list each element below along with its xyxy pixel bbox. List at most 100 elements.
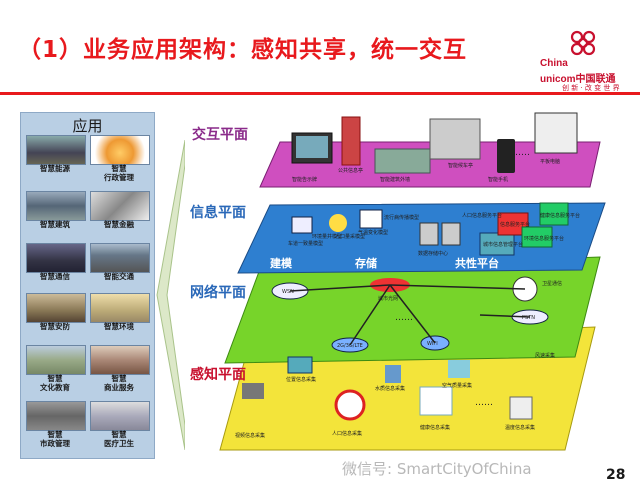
interaction-layer-label: 交互平面 [192, 127, 248, 143]
platform-box [539, 202, 569, 226]
app-item-label: 智慧通信 [40, 272, 70, 281]
signboard-screen [296, 136, 328, 158]
interaction-item-label: 平板电脑 [540, 158, 560, 165]
platform-box [497, 212, 529, 236]
server-icon [419, 222, 439, 246]
population-icon [334, 389, 366, 421]
info-item-label: 流行病传播模型 [384, 214, 419, 221]
building-facade-device [374, 148, 431, 174]
bus-shelter-device [429, 118, 481, 160]
app-item[interactable]: 智慧市政管理 [23, 401, 87, 452]
camera-icon [242, 383, 264, 399]
information-layer-label: 信息平面 [190, 205, 246, 221]
app-item-label: 智慧市政管理 [40, 430, 70, 448]
app-item-label: 智慧金融 [104, 220, 134, 229]
temperature-sensor-icon [509, 396, 533, 420]
info-item-label: 数据存储中心 [418, 250, 448, 257]
app-item-label: 智慧行政管理 [104, 164, 134, 182]
app-item-label: 智慧能源 [40, 164, 70, 173]
wechat-watermark: 微信号: SmartCityOfChina [342, 460, 532, 478]
interaction-item-label: 公共信息亭 [338, 167, 363, 174]
page-number: 28 [606, 467, 626, 483]
info-item-label: 环境量并模型 [312, 233, 342, 240]
app-item[interactable]: 智能交通 [87, 243, 151, 294]
info-item-label: 环境信息服务平台 [524, 235, 564, 242]
model-icon [359, 209, 383, 229]
interaction-item-label: 智能候车亭 [448, 162, 473, 169]
brand-slogan: 创 新 · 改 变 世 界 [562, 84, 620, 92]
smartphone-device [497, 139, 515, 173]
buildings-image [26, 191, 86, 221]
environment-image [90, 293, 150, 323]
app-item[interactable]: 智慧文化教育 [23, 345, 87, 396]
health-icon [419, 386, 453, 416]
app-item[interactable]: 智慧安防 [23, 293, 87, 344]
applications-panel: 应用 智慧能源 智慧行政管理 智慧建筑 智慧金融 智慧通信 智能交通 智慧安防 … [20, 112, 155, 459]
info-bottom-label: 共性平台 [455, 256, 499, 270]
brand-name-line2: unicom中国联通 [540, 74, 616, 85]
interaction-item-label: 智能手机 [488, 176, 508, 183]
platform-box [521, 226, 553, 248]
air-quality-icon [448, 360, 470, 378]
server-icon [441, 222, 461, 246]
model-icon [329, 214, 347, 232]
info-item-label: 信息服务平台 [500, 221, 530, 228]
info-item-label: 气温变化模型 [358, 229, 388, 236]
medical-image [90, 401, 150, 431]
app-item[interactable]: 智慧能源 [23, 135, 87, 186]
sensing-item-label: 健康信息采集 [420, 424, 450, 431]
telecom-tower-image [26, 243, 86, 273]
architecture-diagram: 智能告示牌 公共信息亭 智能建筑外墙 智能候车亭 智能手机 平板电脑 …… 车道… [219, 112, 606, 451]
info-item-label: 人口信息服务平台 [462, 212, 502, 219]
network-layer-label: 网络平面 [190, 285, 246, 301]
model-icon [291, 216, 313, 234]
network-item-label: WSN [282, 289, 294, 295]
security-image [26, 293, 86, 323]
app-item-label: 智慧建筑 [40, 220, 70, 229]
china-unicom-logo: China unicom中国联通 创 新 · 改 变 世 界 [540, 28, 630, 92]
sensing-item-label: 视频信息采集 [235, 432, 265, 439]
kiosk-device [341, 116, 361, 166]
app-item[interactable]: 智慧商业服务 [87, 345, 151, 396]
network-item-label: 2G/3G/LTE [337, 343, 363, 349]
app-item[interactable]: 智慧行政管理 [87, 135, 151, 186]
sensing-layer-label: 感知平面 [190, 367, 246, 383]
water-sensor-icon [385, 365, 401, 383]
info-item-label: 城市信息管理平台 [483, 241, 523, 248]
globe-admin-image [90, 135, 150, 165]
app-item-label: 智慧商业服务 [104, 374, 134, 392]
sensing-item-label: 温度信息采集 [505, 424, 535, 431]
app-item[interactable]: 智慧金融 [87, 191, 151, 242]
finance-image [90, 191, 150, 221]
municipal-image [26, 401, 86, 431]
network-item-label: 卫星通信 [542, 280, 562, 287]
interaction-item-label: 智能告示牌 [292, 176, 317, 183]
sensing-item-label: 水质信息采集 [375, 385, 405, 392]
panel-arrow-icon [156, 140, 185, 450]
app-item-label: 智慧医疗卫生 [104, 430, 134, 448]
interaction-item-label: 智能建筑外墙 [380, 176, 410, 183]
app-item[interactable]: 智慧医疗卫生 [87, 401, 151, 452]
network-item-label: 城市光网 [378, 295, 398, 302]
info-bottom-label: 存储 [355, 256, 377, 270]
page-title: （1）业务应用架构：感知共享，统一交互 [18, 37, 468, 63]
app-item[interactable]: 智慧通信 [23, 243, 87, 294]
info-item-label: 健康信息服务平台 [540, 212, 580, 219]
brand-name-line1: China [540, 58, 568, 69]
location-sensor-icon [287, 356, 313, 374]
power-plant-image [26, 135, 86, 165]
network-item-label: PSTN [522, 315, 535, 321]
info-item-label: 人口量采模型 [335, 233, 365, 240]
platform-box [479, 232, 515, 256]
tablet-device [534, 112, 578, 154]
sensing-item-label: 位置信息采集 [286, 376, 316, 383]
app-item[interactable]: 智慧建筑 [23, 191, 87, 242]
app-item-label: 智慧环境 [104, 322, 134, 331]
sensing-ellipsis: …… [475, 398, 493, 408]
applications-panel-title: 应用 [72, 117, 103, 135]
title-divider [0, 92, 640, 95]
app-item[interactable]: 智慧环境 [87, 293, 151, 344]
interaction-ellipsis: …… [512, 148, 530, 158]
app-item-label: 智慧文化教育 [40, 374, 70, 392]
info-item-label: 车道一致量模型 [288, 240, 323, 247]
